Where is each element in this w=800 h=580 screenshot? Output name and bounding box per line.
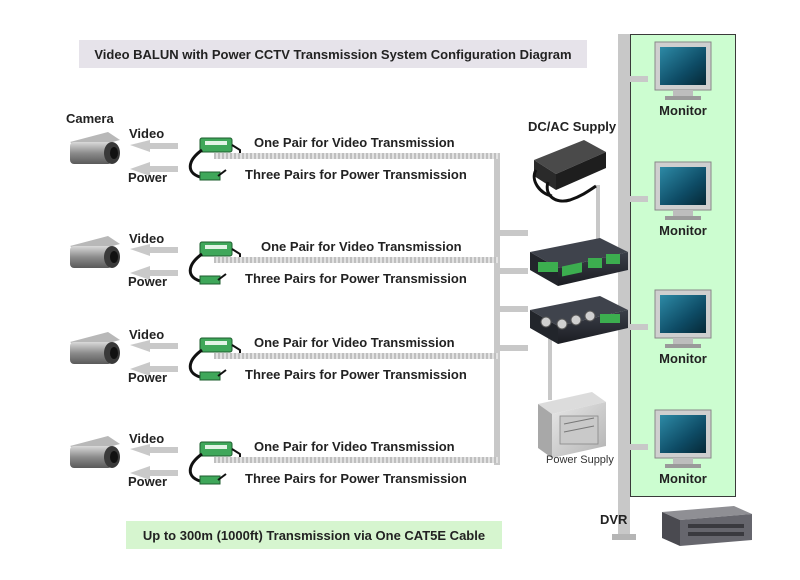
row-4-video-pair-label: One Pair for Video Transmission (254, 439, 455, 454)
row-2-power-pairs-label: Three Pairs for Power Transmission (245, 271, 467, 286)
row-1-video-pair-label: One Pair for Video Transmission (254, 135, 455, 150)
power-supply-cabinet (538, 392, 606, 458)
monitor-3-label: Monitor (659, 351, 707, 366)
row-3-video-pair-label: One Pair for Video Transmission (254, 335, 455, 350)
cat5e-cable-1 (214, 153, 498, 159)
video-arrow-4 (130, 444, 178, 456)
camera-1 (70, 132, 120, 164)
dvr-label: DVR (600, 512, 628, 527)
dc-supply-label: DC/AC Supply (528, 119, 617, 134)
camera-row-1-graphics (70, 132, 498, 181)
row-1-power-label: Power (128, 170, 168, 185)
row-3-video-label: Video (129, 327, 165, 342)
cat5e-cable-4 (214, 457, 498, 463)
monitor-2-screen (654, 161, 712, 220)
row-3-power-pairs-label: Three Pairs for Power Transmission (245, 367, 467, 382)
monitor-1-label: Monitor (659, 103, 707, 118)
row-1-power-pairs-label: Three Pairs for Power Transmission (245, 167, 467, 182)
row-2-video-label: Video (129, 231, 165, 246)
row-2-video-pair-label: One Pair for Video Transmission (261, 239, 462, 254)
video-arrow-3 (130, 340, 178, 352)
camera-2 (70, 236, 120, 268)
dvr-trunk-cable (618, 34, 630, 538)
power-arrow-3 (130, 362, 178, 376)
camera-4 (70, 436, 120, 468)
monitor-4-label: Monitor (659, 471, 707, 486)
monitor-2-label: Monitor (659, 223, 707, 238)
row-1-video-label: Video (129, 126, 165, 141)
camera-row-2-graphics (70, 236, 498, 285)
row-4-power-label: Power (128, 474, 168, 489)
balun-2 (188, 241, 241, 285)
transmission-note: Up to 300m (1000ft) Transmission via One… (126, 521, 502, 549)
diagram-title: Video BALUN with Power CCTV Transmission… (79, 40, 587, 68)
video-arrow-1 (130, 140, 178, 152)
camera-row-3-graphics (70, 332, 498, 381)
power-arrow-2 (130, 266, 178, 280)
monitor-4-screen (654, 409, 712, 468)
row-3-power-label: Power (128, 370, 168, 385)
dc-ac-supply-adapter (532, 140, 606, 203)
camera-label: Camera (66, 111, 114, 126)
power-arrow-4 (130, 466, 178, 480)
balun-1 (188, 137, 241, 181)
camera-3 (70, 332, 120, 364)
camera-row-4-graphics (70, 436, 498, 485)
collector-cable (494, 153, 500, 465)
power-supply-label: Power Supply (546, 454, 614, 466)
row-4-video-label: Video (129, 431, 165, 446)
video-balun-hub-terminal (530, 238, 628, 286)
balun-4 (188, 441, 241, 485)
monitor-3-screen (654, 289, 712, 348)
row-4-power-pairs-label: Three Pairs for Power Transmission (245, 471, 467, 486)
video-arrow-2 (130, 244, 178, 256)
row-2-power-label: Power (128, 274, 168, 289)
dvr-unit (662, 506, 752, 546)
monitor-1-screen (654, 41, 712, 100)
cat5e-cable-3 (214, 353, 498, 359)
cat5e-cable-2 (214, 257, 498, 263)
power-arrow-1 (130, 162, 178, 176)
video-balun-hub-bnc (530, 296, 628, 344)
